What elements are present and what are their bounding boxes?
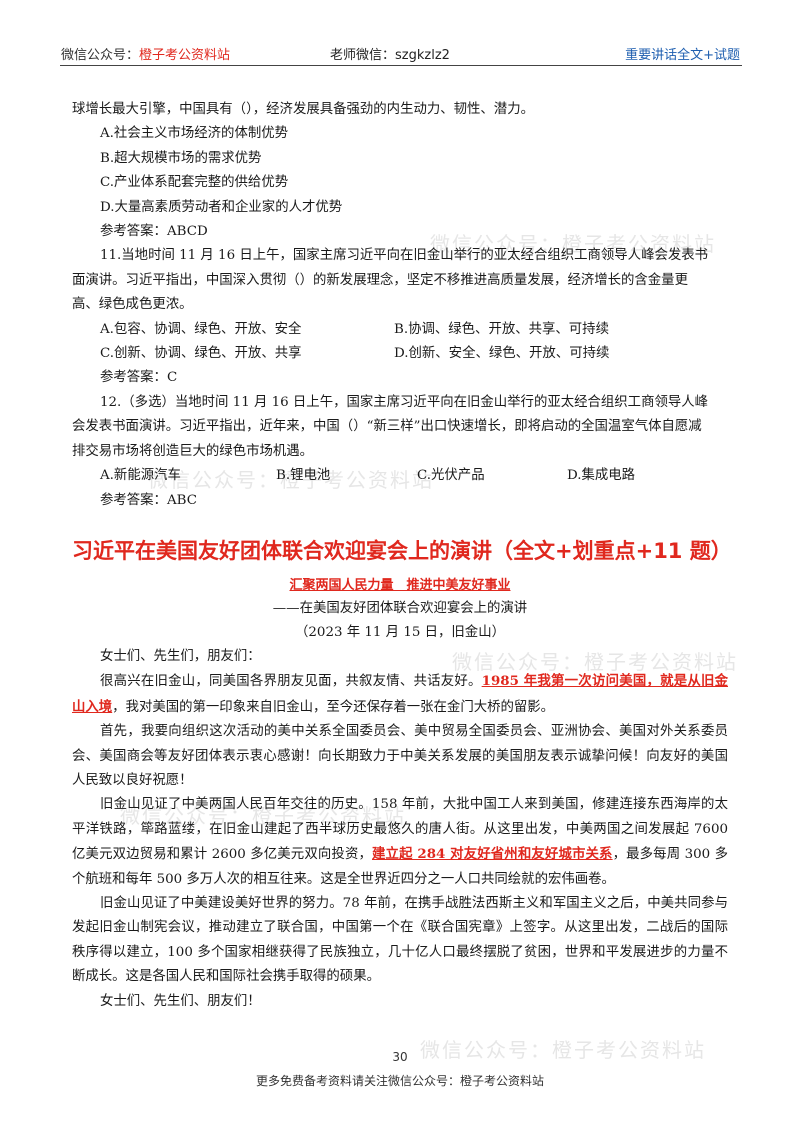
- speech-paragraph: 旧金山见证了中美两国人民百年交往的历史。158 年前，大批中国工人来到美国，修建…: [72, 793, 728, 892]
- highlighted-key-point: 1985 年我第一次访问美国，就是从旧金山入境: [72, 673, 728, 715]
- paragraph-text: 旧金山见证了中美两国人民百年交往的历史。158 年前，大批中国工人来到美国，修建…: [72, 797, 728, 863]
- watermark: 微信公众号：橙子考公资料站: [120, 804, 406, 828]
- speech-greeting: 女士们、先生们，朋友们：: [100, 648, 261, 664]
- q11-stem-line: 11.当地时间 11 月 16 日上午，国家主席习近平向在旧金山举行的亚太经合组…: [100, 248, 709, 264]
- header-brand: 橙子考公资料站: [139, 48, 231, 63]
- watermark: 微信公众号：橙子考公资料站: [452, 650, 738, 674]
- q12-options-row: A.新能源汽车 B.锂电池 C.光伏产品 D.集成电路: [72, 464, 728, 488]
- q10-answer: 参考答案：ABCD: [100, 224, 208, 240]
- q11-stem-line: 面演讲。习近平指出，中国深入贯彻（）的新发展理念，坚定不移推进高质量发展，经济增…: [72, 272, 688, 288]
- q10-option-c: C.产业体系配套完整的供给优势: [100, 175, 289, 191]
- page-content: 球增长最大引擎，中国具有（），经济发展具备强劲的内生动力、韧性、潜力。 A.社会…: [72, 98, 732, 1014]
- speech-title: 汇聚两国人民力量 推进中美友好事业: [289, 577, 511, 593]
- paragraph-text: ，我对美国的第一印象来自旧金山，至今还保存着一张在金门大桥的留影。: [112, 699, 555, 715]
- q12-option-a: A.新能源汽车: [100, 468, 181, 484]
- header-divider: [60, 65, 742, 66]
- q10-stem: 球增长最大引擎，中国具有（），经济发展具备强劲的内生动力、韧性、潜力。: [72, 102, 534, 117]
- q10-option-d: D.大量高素质劳动者和企业家的人才优势: [100, 199, 343, 215]
- q11-option-d: D.创新、安全、绿色、开放、可持续: [394, 346, 610, 362]
- q10-option-b: B.超大规模市场的需求优势: [100, 150, 262, 166]
- header-doc-category: 重要讲话全文+试题: [625, 48, 740, 63]
- speech-paragraph: 首先，我要向组织这次活动的美中关系全国委员会、美中贸易全国委员会、亚洲协会、美国…: [72, 724, 728, 788]
- section-title: 习近平在美国友好团体联合欢迎宴会上的演讲（全文+划重点+11 题）: [72, 538, 732, 563]
- q12-stem-line: 会发表书面演讲。习近平指出，近年来，中国（）“新三样”出口快速增长，即将启动的全…: [72, 419, 702, 435]
- q12-option-d: D.集成电路: [567, 468, 636, 484]
- paragraph-text: 很高兴在旧金山，同美国各界朋友见面，共叙友情、共话友好。: [100, 674, 482, 690]
- header-wechat-account: 微信公众号：橙子考公资料站: [61, 44, 230, 63]
- q11-options-row: C.创新、协调、绿色、开放、共享 D.创新、安全、绿色、开放、可持续: [72, 342, 728, 366]
- q11-option-b: B.协调、绿色、开放、共享、可持续: [394, 321, 609, 337]
- highlighted-key-point: 建立起 284 对友好省州和友好城市关系: [372, 846, 613, 863]
- speech-dateline: （2023 年 11 月 15 日，旧金山）: [295, 624, 505, 640]
- q11-stem-line: 高、绿色成色更浓。: [72, 297, 193, 313]
- q11-answer: 参考答案：C: [100, 370, 178, 386]
- watermark: 微信公众号：橙子考公资料站: [420, 1038, 706, 1062]
- speech-paragraph: 很高兴在旧金山，同美国各界朋友见面，共叙友情、共话友好。1985 年我第一次访问…: [72, 669, 728, 720]
- footer-note: 更多免费备考资料请关注微信公众号：橙子考公资料站: [255, 1074, 544, 1088]
- q11-options-row: A.包容、协调、绿色、开放、安全 B.协调、绿色、开放、共享、可持续: [72, 318, 728, 342]
- q11-option-c: C.创新、协调、绿色、开放、共享: [100, 346, 302, 362]
- q12-option-b: B.锂电池: [276, 468, 331, 484]
- page-number: 30: [392, 1050, 408, 1064]
- speech-paragraph: 女士们、先生们、朋友们！: [100, 993, 261, 1009]
- page-header: 微信公众号：橙子考公资料站 老师微信：szgkzlz2 重要讲话全文+试题: [0, 0, 800, 66]
- watermark: 微信公众号：橙子考公资料站: [430, 232, 716, 256]
- q10-option-a: A.社会主义市场经济的体制优势: [100, 126, 289, 142]
- q11-option-a: A.包容、协调、绿色、开放、安全: [100, 321, 302, 337]
- speech-paragraph: 旧金山见证了中美建设美好世界的努力。78 年前，在携手战胜法西斯主义和军国主义之…: [72, 895, 728, 985]
- q12-answer: 参考答案：ABC: [100, 492, 197, 508]
- watermark: 微信公众号：橙子考公资料站: [148, 468, 434, 492]
- q12-option-c: C.光伏产品: [417, 468, 485, 484]
- header-teacher-wechat: 老师微信：szgkzlz2: [330, 48, 450, 63]
- speech-byline: ——在美国友好团体联合欢迎宴会上的演讲: [272, 600, 528, 616]
- q12-stem-line: 12.（多选）当地时间 11 月 16 日上午，国家主席习近平向在旧金山举行的亚…: [100, 394, 709, 410]
- q12-stem-line: 排交易市场将创造巨大的绿色市场机遇。: [72, 443, 314, 459]
- paragraph-text: ，最多每周 300 多个航班和每年 500 多万人次的相互往来。这是全世界近四分…: [72, 847, 728, 887]
- header-wechat-prefix: 微信公众号：: [61, 48, 140, 63]
